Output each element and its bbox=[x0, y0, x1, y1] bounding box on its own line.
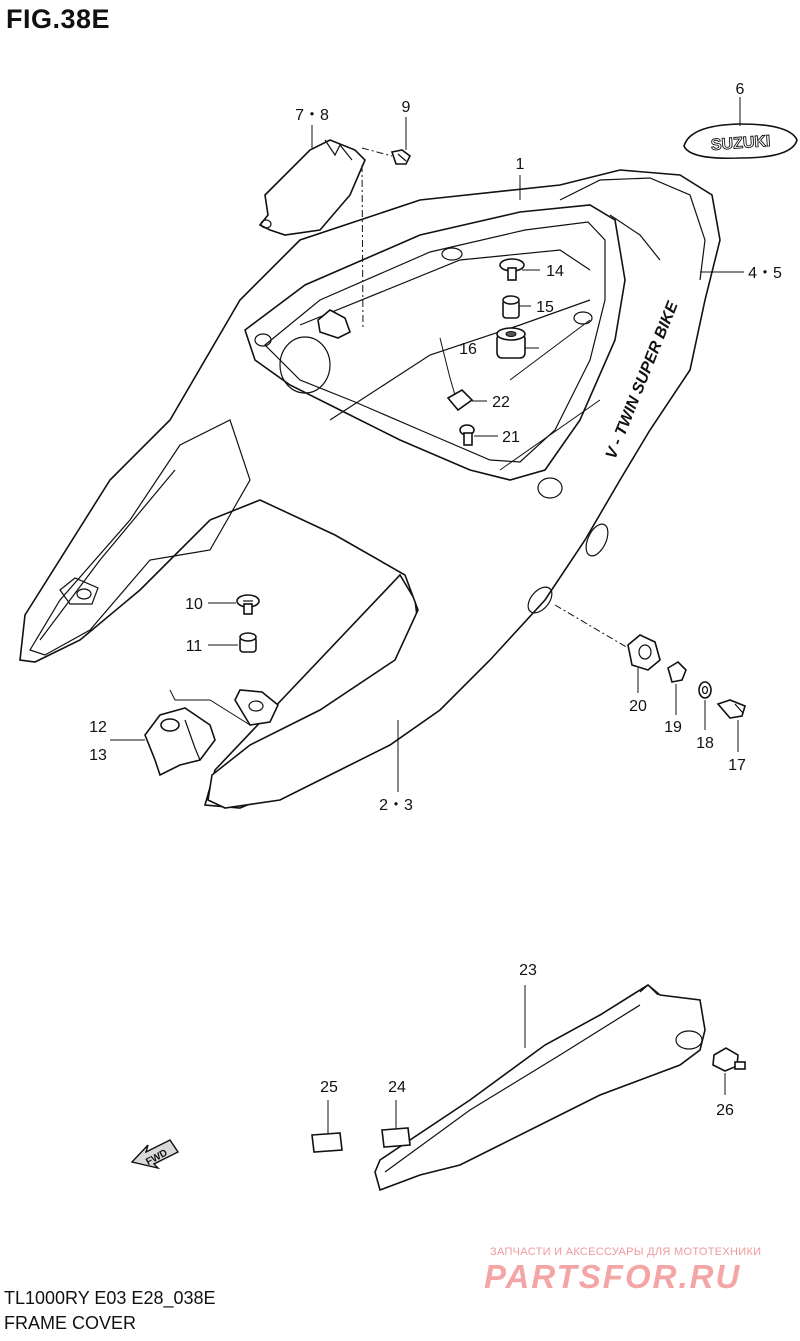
collar-part-11[interactable] bbox=[239, 632, 257, 653]
watermark-tagline: ЗАПЧАСТИ И АКСЕССУАРЫ ДЛЯ МОТОТЕХНИКИ bbox=[490, 1246, 762, 1258]
seat-tail-cowl[interactable] bbox=[19, 169, 721, 809]
screw-part-17[interactable] bbox=[716, 699, 746, 719]
pad-part-25[interactable] bbox=[311, 1132, 343, 1153]
nut-part-22[interactable] bbox=[446, 389, 474, 412]
grommet-part-20[interactable] bbox=[627, 634, 661, 671]
watermark-site: PARTSFOR.RU bbox=[484, 1258, 742, 1295]
label-part-13: 13 bbox=[89, 747, 107, 764]
label-part-9: 9 bbox=[402, 99, 411, 116]
clip-part-26[interactable] bbox=[712, 1047, 746, 1072]
pad-part-24[interactable] bbox=[381, 1127, 411, 1148]
label-part-20: 20 bbox=[629, 698, 647, 715]
label-part-2-3: 2・3 bbox=[379, 797, 413, 814]
label-part-25: 25 bbox=[320, 1079, 338, 1096]
bracket-clip[interactable] bbox=[317, 309, 351, 339]
emblem-text: SUZUKI bbox=[710, 133, 771, 154]
figure-title: FIG.38E bbox=[6, 4, 111, 34]
label-part-7-8: 7・8 bbox=[295, 107, 329, 124]
frame-cover-part-23[interactable] bbox=[374, 984, 706, 1192]
label-part-10: 10 bbox=[185, 596, 203, 613]
label-part-17: 17 bbox=[728, 757, 746, 774]
suzuki-emblem[interactable]: SUZUKI bbox=[683, 123, 798, 160]
label-part-18: 18 bbox=[696, 735, 714, 752]
fwd-arrow-icon: FWD bbox=[130, 1139, 180, 1170]
label-part-26: 26 bbox=[716, 1102, 734, 1119]
screw-part-14[interactable] bbox=[499, 258, 525, 281]
screw-part-9[interactable] bbox=[390, 149, 412, 165]
label-part-6: 6 bbox=[736, 81, 745, 98]
bolt-part-21[interactable] bbox=[459, 424, 475, 446]
label-part-23: 23 bbox=[519, 962, 537, 979]
label-part-11: 11 bbox=[186, 638, 203, 655]
label-part-12: 12 bbox=[89, 719, 107, 736]
label-part-21: 21 bbox=[502, 429, 520, 446]
collar-part-19[interactable] bbox=[667, 660, 687, 683]
label-part-14: 14 bbox=[546, 263, 564, 280]
label-part-16: 16 bbox=[459, 341, 477, 358]
label-part-1: 1 bbox=[516, 156, 525, 173]
figure-caption: FRAME COVER bbox=[4, 1313, 137, 1333]
screw-part-10[interactable] bbox=[236, 594, 260, 615]
cushion-part-16[interactable] bbox=[496, 327, 526, 359]
label-part-22: 22 bbox=[492, 394, 510, 411]
bracket-part-7-8[interactable] bbox=[258, 139, 366, 236]
collar-part-15[interactable] bbox=[502, 295, 520, 319]
label-part-24: 24 bbox=[388, 1079, 406, 1096]
label-part-15: 15 bbox=[536, 299, 554, 316]
model-code: TL1000RY E03 E28_038E bbox=[4, 1288, 216, 1308]
label-part-4-5: 4・5 bbox=[748, 265, 782, 282]
label-part-19: 19 bbox=[664, 719, 682, 736]
washer-part-18[interactable] bbox=[698, 681, 712, 699]
bracket-part-12-13[interactable] bbox=[144, 689, 251, 777]
